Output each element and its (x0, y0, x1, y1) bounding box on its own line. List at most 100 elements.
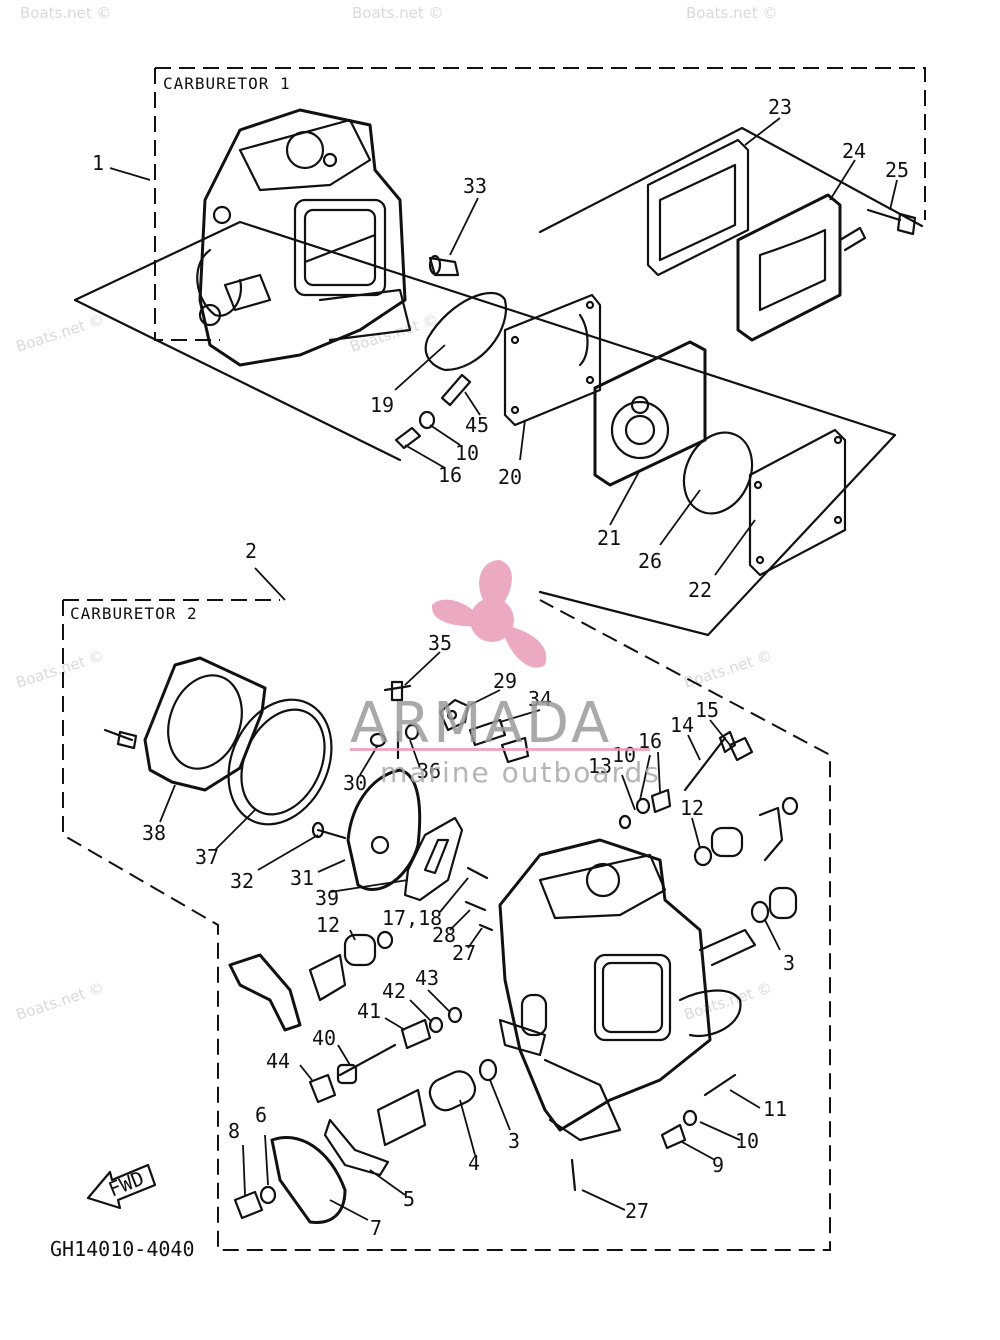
callout-43: 43 (415, 966, 439, 990)
callout-31: 31 (290, 866, 314, 890)
part-7-cam (270, 1135, 347, 1225)
part-25-screw (866, 208, 917, 236)
watermark: Boats.net © (14, 310, 107, 355)
fwd-label: FWD (105, 1166, 147, 1202)
callout-36: 36 (417, 759, 441, 783)
callout-10-mid: 10 (612, 743, 636, 767)
callout-11: 11 (763, 1097, 787, 1121)
watermark-layer: Boats.net © Boats.net © Boats.net © Boat… (14, 4, 778, 1024)
watermark: Boats.net © (14, 978, 107, 1023)
propeller-logo (431, 560, 547, 668)
callout-6: 6 (255, 1103, 267, 1127)
callout-28: 28 (432, 923, 456, 947)
group-title-carburetor-1: CARBURETOR 1 (163, 74, 291, 93)
part-29-plate (438, 698, 470, 732)
watermark: Boats.net © (14, 646, 107, 691)
part-32-screw (311, 821, 347, 840)
callout-20: 20 (498, 465, 522, 489)
callout-27-upper: 27 (452, 941, 476, 965)
part-40-screw (336, 1043, 397, 1085)
callout-27-lower: 27 (625, 1199, 649, 1223)
fwd-arrow: FWD (86, 1163, 157, 1210)
part-screw-left (103, 728, 138, 750)
part-10-washer-upper (418, 410, 436, 430)
callout-38: 38 (142, 821, 166, 845)
part-lever-left (228, 953, 302, 1032)
callout-19: 19 (370, 393, 394, 417)
part-19-diaphragm (424, 291, 508, 372)
part-12-bush-left (343, 930, 394, 967)
carburetor-1-body (196, 108, 412, 367)
callout-17-18: 17,18 (382, 906, 442, 930)
part-coil-spring (376, 1088, 427, 1147)
callout-41: 41 (357, 999, 381, 1023)
part-16-spring-mid (650, 788, 672, 814)
part-27-screw-lower (570, 1158, 577, 1192)
watermark: Boats.net © (352, 4, 444, 22)
part-11-screw (703, 1073, 737, 1097)
callout-23: 23 (768, 95, 792, 119)
part-16-spring-upper (394, 426, 422, 450)
callout-26: 26 (638, 549, 662, 573)
carburetor-1-group: CARBURETOR 1 (73, 67, 926, 637)
part-24-cover (736, 193, 867, 342)
part-35-pin (383, 680, 412, 702)
watermark: Boats.net © (682, 978, 775, 1023)
part-10-washer-mid (635, 797, 651, 815)
callout-8: 8 (228, 1119, 240, 1143)
callout-15: 15 (695, 698, 719, 722)
callout-37: 37 (195, 845, 219, 869)
callout-10-lower: 10 (735, 1129, 759, 1153)
part-21-cover (593, 340, 707, 487)
part-41-spring (400, 1018, 432, 1050)
part-31-cover (346, 768, 422, 891)
callout-39: 39 (315, 886, 339, 910)
callout-3-right: 3 (783, 951, 795, 975)
part-13-oring (618, 814, 632, 830)
callout-35: 35 (428, 631, 452, 655)
callout-45: 45 (465, 413, 489, 437)
callout-16-upper: 16 (438, 463, 462, 487)
callout-10-upper: 10 (455, 441, 479, 465)
callout-30: 30 (343, 771, 367, 795)
part-22-gasket (748, 428, 847, 577)
part-37-diaphragm (227, 698, 333, 826)
part-9-spring (660, 1123, 687, 1150)
part-14-screw (683, 730, 737, 792)
callout-33: 33 (463, 174, 487, 198)
callout-12-right: 12 (680, 796, 704, 820)
part-20-gasket (503, 293, 602, 427)
callout-34: 34 (528, 687, 552, 711)
callout-5: 5 (403, 1187, 415, 1211)
part-33-screw (428, 254, 460, 277)
part-spring-left (308, 953, 347, 1002)
part-8-nut (233, 1190, 264, 1220)
part-42-washer (428, 1016, 444, 1034)
watermark: Boats.net © (686, 4, 778, 22)
callout-7: 7 (370, 1216, 382, 1240)
part-26-diaphragm (682, 431, 754, 515)
part-43-oring (447, 1006, 463, 1024)
callout-40: 40 (312, 1026, 336, 1050)
callout-2: 2 (245, 539, 257, 563)
carburetor-2-group: CARBURETOR 2 (62, 599, 831, 1251)
callout-32: 32 (230, 869, 254, 893)
part-36-screw (404, 723, 420, 741)
brand-name: ARMADA (350, 691, 612, 756)
callout-25: 25 (885, 158, 909, 182)
part-10-washer-lower (682, 1109, 698, 1127)
part-3-washer-left (478, 1058, 498, 1082)
part-5-lever (323, 1118, 390, 1177)
callout-21: 21 (597, 526, 621, 550)
part-4-bush (428, 1070, 477, 1112)
part-6-washer (259, 1185, 277, 1205)
part-44-cap (308, 1073, 337, 1104)
part-23-gasket (646, 138, 750, 277)
brand-watermark: ARMADA marine outboards (350, 560, 659, 789)
callout-labels: 1 2 3 3 4 5 6 7 8 9 10 10 10 11 12 12 13… (92, 95, 909, 1240)
callout-1: 1 (92, 151, 104, 175)
callout-22: 22 (688, 578, 712, 602)
callout-42: 42 (382, 979, 406, 1003)
